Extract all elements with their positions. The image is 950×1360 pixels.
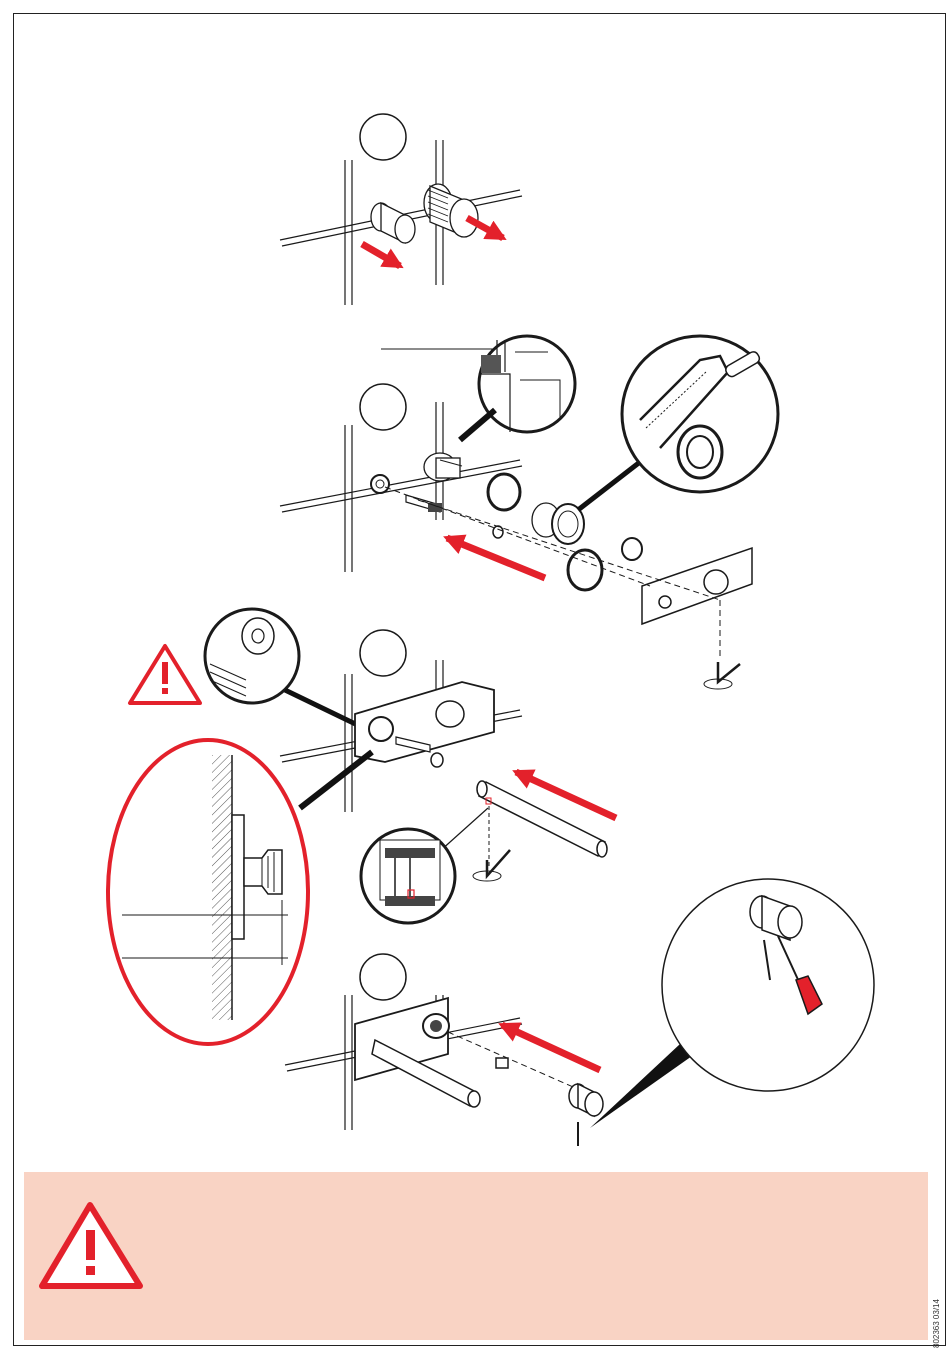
adapter-piece [496,1058,508,1068]
wall-hatch [212,755,232,1020]
pull-arrow-left [362,244,400,266]
cover-plate [642,548,752,624]
tile-joint-lines [280,402,522,572]
small-knob [371,203,415,243]
step-2-number-circle [360,384,406,430]
o-ring-large [488,474,520,510]
cover-ring [568,550,602,590]
insert-arrow-step-2 [447,538,545,578]
o-ring-medium [622,538,642,560]
step-1-number-circle [360,114,406,160]
warning-triangle-icon [130,646,200,703]
valve-body [424,453,462,481]
large-knob [424,184,478,237]
depth-detail-callout [479,336,575,432]
step-4-illustration [285,879,874,1146]
handle-cap [569,1084,603,1116]
step-2-illustration [280,336,778,689]
document-code: 802363 03/14 [932,1299,941,1348]
step-1-illustration [280,114,522,305]
step-4-number-circle [360,954,406,1000]
o-ring-small [493,526,503,538]
warning-triangle-icon [42,1205,140,1286]
step-3-number-circle [360,630,406,676]
insert-arrow-step-4 [502,1025,600,1070]
small-o-ring [431,753,443,767]
extension-pipe [477,781,607,857]
sleeve [532,503,584,544]
